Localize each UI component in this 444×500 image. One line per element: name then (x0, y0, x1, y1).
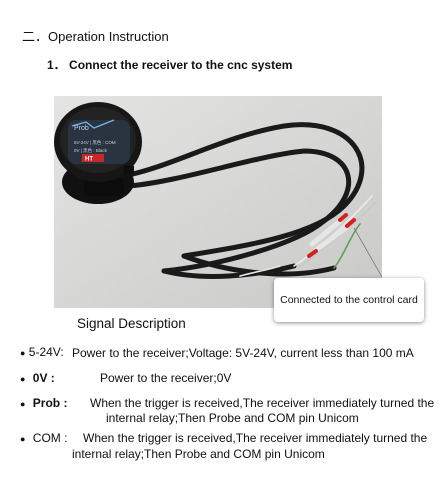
signal-desc: Power to the receiver;0V (100, 371, 232, 385)
signal-desc: Power to the receiver;Voltage: 5V-24V, c… (72, 346, 414, 360)
callout-pointer (353, 227, 382, 278)
red-ferrules (307, 213, 356, 258)
signal-desc-cont: internal relay;Then Probe and COM pin Un… (72, 447, 325, 461)
subsection-label: Connect the receiver to the cnc system (69, 58, 293, 72)
signal-item-com: ● COM : (20, 430, 67, 447)
bullet-icon: ● (20, 434, 26, 444)
device-label-top: Prob (74, 125, 89, 132)
signal-term: 0V : (32, 371, 55, 385)
signal-desc-cont: internal relay;Then Probe and COM pin Un… (106, 411, 359, 425)
receiver-photo-illustration: Prob 5V-24V | 黑色 : COM 0V | 黑色 : Black H… (54, 96, 382, 308)
receiver-device: Prob 5V-24V | 黑色 : COM 0V | 黑色 : Black H… (54, 102, 142, 204)
bullet-icon: ● (20, 374, 26, 384)
device-label-mid: 5V-24V | 黑色 : COM (74, 139, 116, 146)
callout-text: Connected to the control card (280, 294, 418, 306)
section-heading-label: Operation Instruction (48, 29, 169, 44)
bullet-icon: ● (20, 399, 26, 409)
receiver-photo: Prob 5V-24V | 黑色 : COM 0V | 黑色 : Black H… (54, 96, 382, 308)
section-heading: 二．Operation Instruction (22, 26, 169, 45)
signal-item-0v: ● 0V : (20, 370, 55, 387)
heat-shrink-sleeves (309, 219, 349, 253)
subsection-number: 1． (47, 58, 66, 72)
bullet-icon: ● (20, 348, 26, 358)
signal-description-title: Signal Description (77, 316, 186, 331)
signal-term: COM : (32, 431, 68, 445)
brand-badge (82, 154, 104, 162)
section-heading-prefix: 二． (22, 29, 49, 44)
signal-term: Prob : (32, 396, 68, 410)
device-label-low: 0V | 黑色 : Black (74, 147, 108, 154)
signal-item-prob: ● Prob : (20, 395, 67, 412)
callout-box: Connected to the control card (274, 278, 424, 322)
signal-item-5-24v: ● 5-24V: (20, 344, 64, 361)
brand-text: HT (85, 157, 93, 163)
signal-desc: When the trigger is received,The receive… (83, 431, 428, 445)
signal-desc: When the trigger is received,The receive… (90, 396, 435, 410)
signal-term: 5-24V: (28, 345, 64, 359)
subsection-heading: 1． Connect the receiver to the cnc syste… (47, 56, 292, 73)
